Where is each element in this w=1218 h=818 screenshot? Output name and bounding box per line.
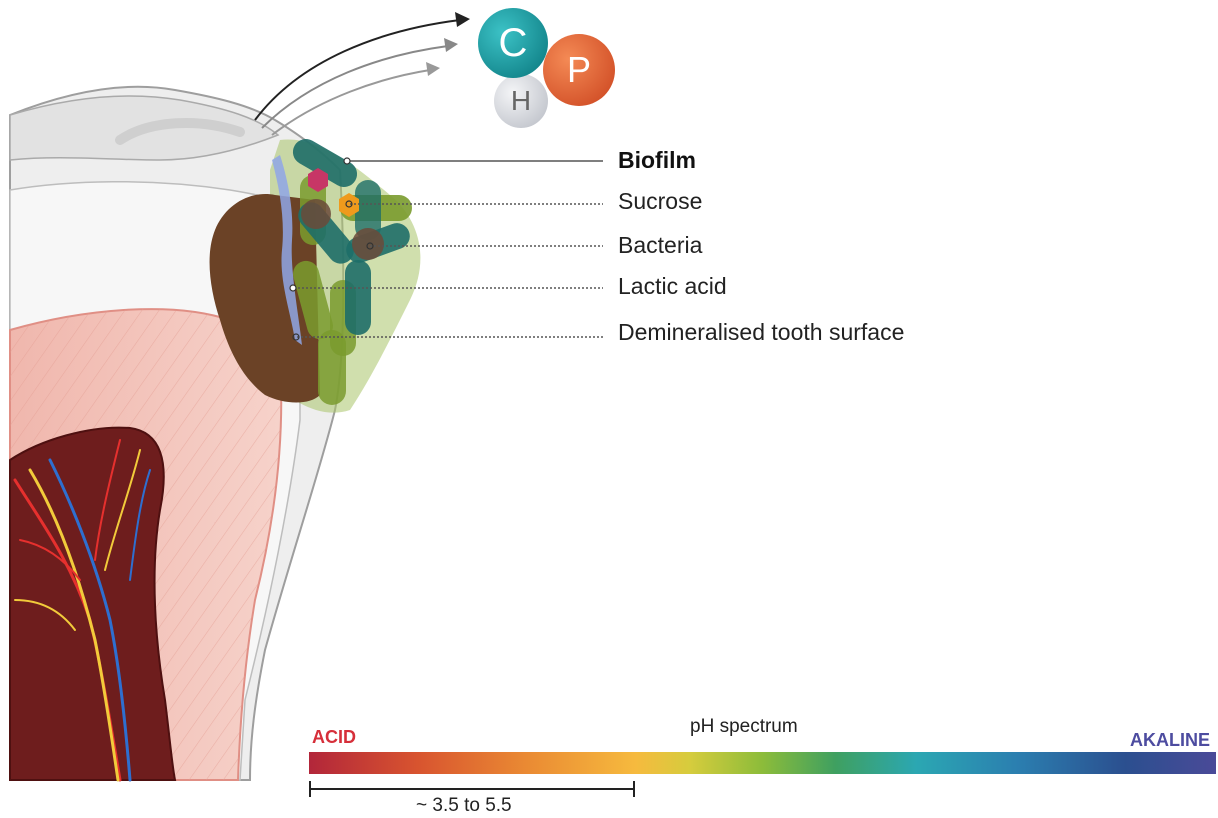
alkaline-label: AKALINE [1130,730,1210,751]
acid-label: ACID [312,727,356,748]
bacterium-rod [318,330,346,405]
label-sucrose: Sucrose [618,188,702,215]
phosphorus-atom-label: P [543,34,615,106]
label-demineralised: Demineralised tooth surface [618,319,904,346]
label-lactic-acid: Lactic acid [618,273,727,300]
carbon-symbol: C [499,21,528,66]
release-arrows [255,12,470,135]
ph-spectrum-title: pH spectrum [690,716,798,738]
ph-gradient-bar [309,752,1216,774]
phosphorus-symbol: P [567,49,591,91]
acid-range-label: ~ 3.5 to 5.5 [416,795,512,817]
label-biofilm: Biofilm [618,147,696,174]
carbon-atom-label: C [478,8,548,78]
bacterium-rod [345,260,371,335]
pulp-chamber [10,428,175,780]
bacterium-coccus [301,199,331,229]
hydrogen-symbol: H [511,85,531,117]
label-bacteria: Bacteria [618,232,702,259]
hydrogen-atom-label: H [494,74,548,128]
